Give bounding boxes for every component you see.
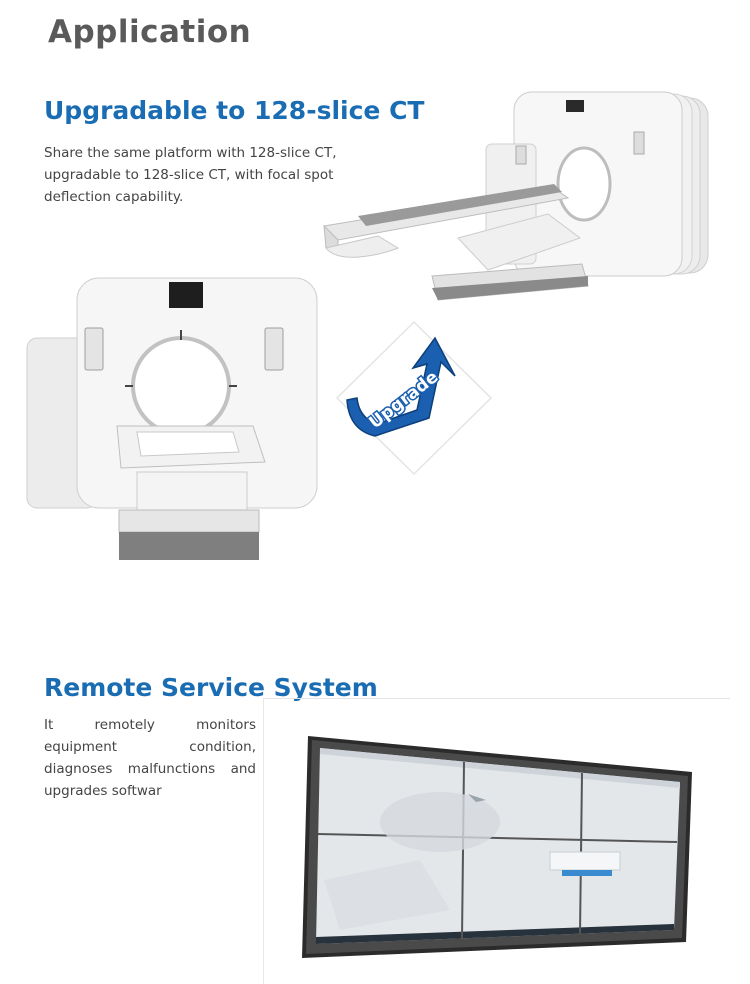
section-title-remote-service: Remote Service System — [44, 673, 378, 702]
section-title-upgradable: Upgradable to 128-slice CT — [44, 96, 425, 125]
upgrade-arrow-icon — [346, 336, 456, 437]
section-description-remote-service: It remotely monitors equipment condition… — [44, 717, 256, 799]
section-description-upgradable: Share the same platform with 128-slice C… — [44, 145, 337, 205]
page-title: Application — [48, 14, 252, 50]
ct-scanner-128-slice-image — [322, 91, 709, 301]
ct-scanner-front-image — [26, 277, 318, 560]
section-divider-horizontal — [263, 698, 730, 699]
video-wall-monitor-image — [302, 736, 692, 958]
upgrade-badge: Upgrade — [335, 320, 493, 476]
section-divider-vertical — [263, 698, 264, 984]
